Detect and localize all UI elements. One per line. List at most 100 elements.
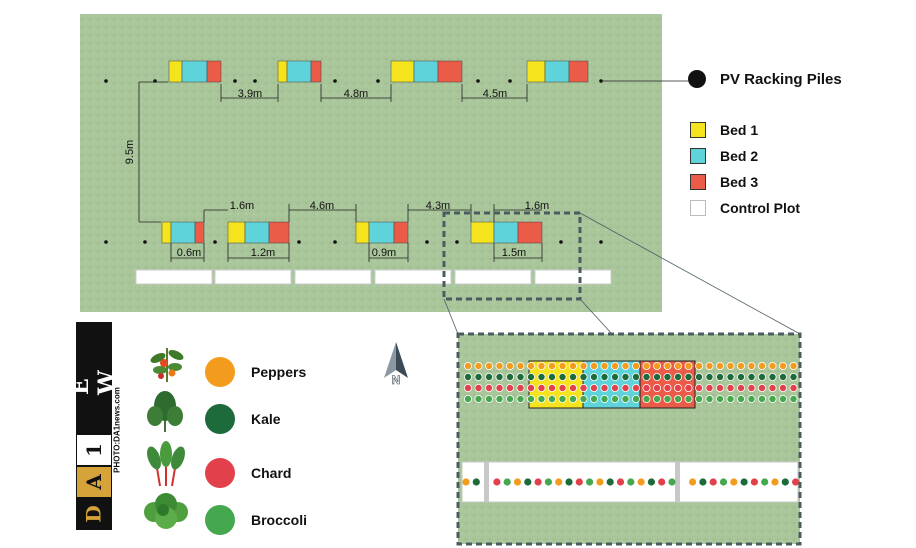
north-label: N	[392, 373, 401, 387]
plant-dot	[747, 372, 756, 381]
bed-1	[168, 60, 183, 83]
control-plant-dot	[709, 478, 717, 486]
plant-dot	[516, 372, 525, 381]
legend-bed-1: Bed 1	[690, 122, 758, 138]
control-plant-dot	[792, 478, 800, 486]
zoom-plant-dots	[462, 361, 800, 486]
legend-bed-2-label: Bed 2	[720, 148, 759, 164]
plant-dot	[579, 383, 588, 392]
bed-2	[286, 60, 312, 83]
plant-dot	[569, 394, 578, 403]
plant-dot	[600, 394, 609, 403]
control-plant-dot	[761, 478, 769, 486]
dimension-label: 9.5m	[124, 140, 136, 164]
plant-dot	[653, 394, 662, 403]
control-plant-dot	[606, 478, 614, 486]
plant-dot	[705, 394, 714, 403]
plant-dot	[516, 361, 525, 370]
plant-dot	[789, 361, 798, 370]
top-bed-groups	[168, 60, 589, 83]
plant-dot	[579, 361, 588, 370]
pile	[599, 240, 603, 244]
plant-dot	[474, 394, 483, 403]
plant-dot	[463, 383, 472, 392]
pile	[104, 79, 108, 83]
plant-dot	[590, 394, 599, 403]
plant-dot	[495, 383, 504, 392]
plant-dot	[569, 372, 578, 381]
plant-dot	[726, 372, 735, 381]
broccoli-label: Broccoli	[251, 512, 308, 528]
plant-dot	[569, 383, 578, 392]
pile	[508, 79, 512, 83]
plant-dot	[747, 394, 756, 403]
control-plant-dot	[534, 478, 542, 486]
logo-news-text: N E W S	[42, 370, 146, 395]
control-plant-dot	[596, 478, 604, 486]
control-plot-swatch	[690, 200, 706, 216]
plant-dot	[558, 361, 567, 370]
plant-dot	[484, 361, 493, 370]
plant-dot	[789, 394, 798, 403]
pile	[333, 240, 337, 244]
control-plant-dot	[462, 478, 470, 486]
bed-1	[526, 60, 546, 83]
plant-dot	[495, 361, 504, 370]
plant-dot	[621, 372, 630, 381]
crop-legend-chard: Chard	[143, 451, 291, 495]
control-plant-dot	[575, 478, 583, 486]
plant-dot	[632, 383, 641, 392]
plant-dot	[600, 383, 609, 392]
zoom-control-divider	[484, 462, 489, 502]
plant-dot	[674, 394, 683, 403]
logo-letter-1: 1	[81, 443, 106, 457]
plant-dot	[695, 372, 704, 381]
plant-dot	[600, 372, 609, 381]
pv-piles-label: PV Racking Piles	[720, 70, 842, 88]
plant-dot	[527, 383, 536, 392]
broccoli-dot	[205, 505, 235, 535]
plant-dot	[516, 394, 525, 403]
logo-letter-d: D	[82, 505, 106, 523]
plant-dot	[558, 394, 567, 403]
zoom-indicator	[442, 211, 801, 335]
plant-dot	[642, 394, 651, 403]
dimension-label: 0.9m	[372, 247, 396, 259]
control-plant-dot	[544, 478, 553, 486]
plant-dot	[558, 372, 567, 381]
plant-dot	[579, 394, 588, 403]
plant-dot	[537, 361, 546, 370]
bed-3	[194, 221, 205, 244]
plant-dot	[474, 361, 483, 370]
bed-2	[170, 221, 196, 244]
chard-dot	[205, 458, 235, 488]
control-plant-dot	[647, 478, 656, 486]
plant-dot	[537, 394, 546, 403]
plant-dot	[632, 394, 641, 403]
bed-1	[470, 221, 495, 244]
plant-dot	[642, 372, 651, 381]
pv-racking-piles	[104, 79, 603, 244]
control-plant-dot	[740, 478, 748, 486]
pile	[559, 240, 563, 244]
bed-2	[544, 60, 570, 83]
dimension-label: 1.5m	[502, 247, 526, 259]
pile	[476, 79, 480, 83]
plant-dot	[621, 361, 630, 370]
dimension-label: 4.5m	[483, 88, 507, 100]
plant-dot	[495, 372, 504, 381]
zoom-control-divider	[675, 462, 680, 502]
plant-dot	[726, 361, 735, 370]
plant-dot	[632, 372, 641, 381]
plant-dot	[590, 361, 599, 370]
bed-3	[268, 221, 290, 244]
bed-1-swatch	[690, 122, 706, 138]
plant-dot	[463, 372, 472, 381]
plant-dot	[726, 394, 735, 403]
plant-dot	[642, 383, 651, 392]
plant-dot	[789, 372, 798, 381]
pile	[425, 240, 429, 244]
bed-3	[568, 60, 589, 83]
bed-1	[355, 221, 370, 244]
